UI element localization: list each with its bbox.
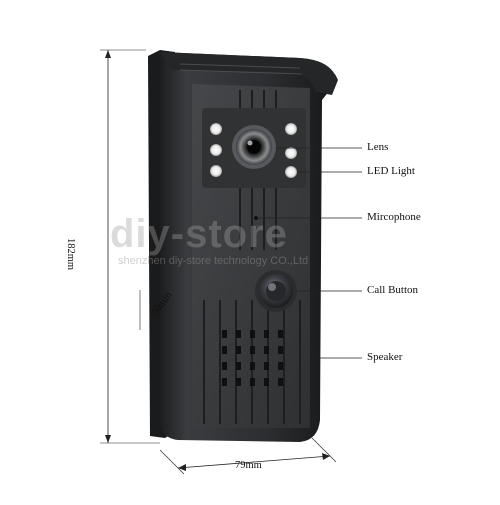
led-icon: [285, 166, 297, 178]
call-button-icon: [255, 270, 297, 312]
led-icon: [210, 144, 222, 156]
led-array-left: [210, 123, 222, 177]
camera-lens-icon: [232, 125, 276, 169]
width-dimension: [159, 437, 337, 475]
label-width: 79mm: [235, 460, 262, 471]
label-lens: Lens: [367, 141, 389, 153]
led-array-right: [285, 123, 297, 178]
led-icon: [285, 147, 297, 159]
led-icon: [285, 123, 297, 135]
label-microphone: Mircophone: [367, 211, 421, 223]
label-speaker: Speaker: [367, 351, 403, 363]
label-led-light: LED Light: [367, 165, 415, 177]
label-height: 182mm: [65, 238, 76, 271]
led-icon: [210, 123, 222, 135]
led-icon: [210, 165, 222, 177]
height-dimension: [100, 49, 160, 444]
callout-lines: [258, 147, 362, 359]
label-call-button: Call Button: [367, 284, 419, 296]
speaker-grille-icon: [222, 330, 283, 386]
microphone-icon: [254, 216, 258, 220]
rain-visor: [160, 52, 338, 95]
